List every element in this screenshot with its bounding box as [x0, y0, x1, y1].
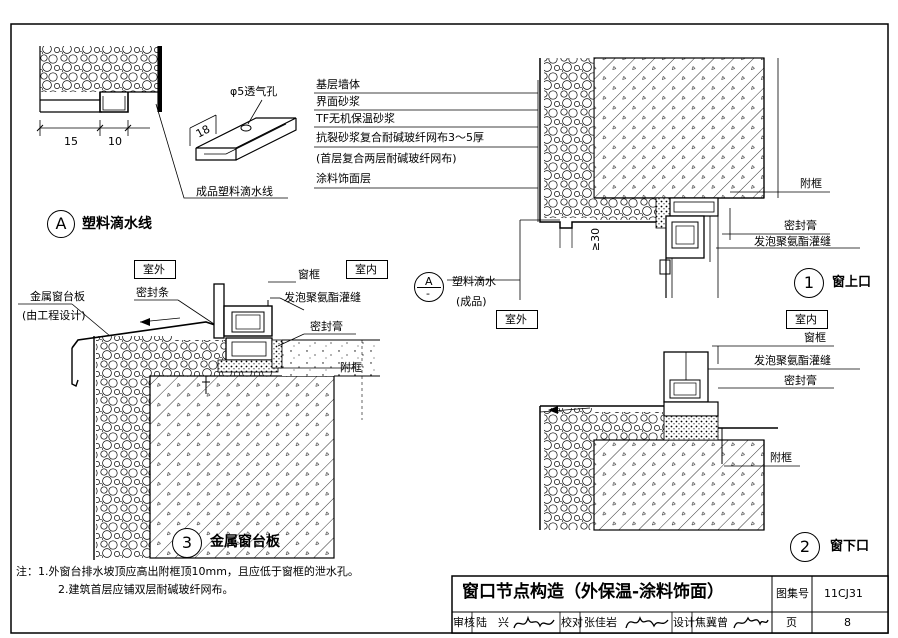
detail-2-attach-frame: 附框: [770, 451, 792, 464]
design-label: 设计: [673, 616, 695, 629]
atlas-number: 11CJ31: [824, 587, 863, 600]
sheet-border: [10, 23, 889, 634]
detail-1-title: 窗上口: [832, 275, 872, 290]
detail-2-foam: 发泡聚氨酯灌缝: [754, 354, 831, 367]
detail-a-dim-15: 15: [64, 135, 78, 148]
detail-3-frame: 窗框: [298, 268, 320, 281]
detail-1-drip-sub: (成品): [456, 295, 487, 308]
drip-ref-divider: [417, 287, 441, 288]
detail-a-leader: [155, 103, 288, 199]
check-name: 张佳岩: [584, 616, 617, 629]
detail-a-hole-label: φ5透气孔: [230, 85, 278, 98]
drip-ref-top: A: [425, 275, 433, 288]
detail-3-title: 金属窗台板: [210, 534, 280, 550]
detail-a-dim-10: 10: [108, 135, 122, 148]
detail-a-section: [36, 46, 162, 136]
review-label: 审核: [453, 616, 475, 629]
layer-1: 基层墙体: [316, 78, 360, 91]
detail-1-dim-30: ≥30: [589, 227, 603, 252]
detail-3-circle: 3: [172, 528, 202, 558]
detail-1-outdoor-tag: 室外: [496, 310, 538, 329]
detail-3-sill-sub: (由工程设计): [22, 309, 86, 322]
detail-3-sealant: 密封膏: [310, 320, 343, 333]
detail-a-isometric: [189, 99, 297, 161]
detail-2-circle: 2: [790, 532, 820, 562]
detail-a-product-label: 成品塑料滴水线: [196, 185, 273, 198]
detail-2-sealant: 密封膏: [784, 374, 817, 387]
detail-1-outdoor: 室外: [505, 313, 527, 326]
check-signature: [625, 616, 669, 629]
atlas-label: 图集号: [776, 587, 809, 600]
detail-3-seal-strip: 密封条: [136, 286, 169, 299]
detail-3-sill-label: 金属窗台板: [30, 290, 85, 303]
detail-2-frame: 窗框: [804, 331, 826, 344]
note-2: 2.建筑首层应铺双层耐碱玻纤网布。: [58, 583, 234, 596]
layer-3: TF无机保温砂浆: [316, 112, 396, 125]
detail-1-leaders: [447, 191, 860, 300]
detail-3-foam: 发泡聚氨酯灌缝: [284, 291, 361, 304]
review-signature: [513, 615, 555, 629]
detail-1-section: [539, 57, 779, 298]
detail-1-attach-frame: 附框: [800, 177, 822, 190]
layer-5: 涂料饰面层: [316, 172, 371, 185]
layer-2: 界面砂浆: [316, 95, 360, 108]
detail-1-drip-ref: A -: [414, 272, 444, 302]
detail-2-leaders: [708, 345, 860, 467]
detail-1-indoor: 室内: [795, 313, 817, 326]
detail-1-foam: 发泡聚氨酯灌缝: [754, 235, 831, 248]
review-name: 陆 兴: [476, 616, 509, 629]
layer-4: 抗裂砂浆复合耐碱玻纤网布3～5厚: [316, 131, 484, 144]
detail-1-indoor-tag: 室内: [786, 310, 828, 329]
detail-a-title: 塑料滴水线: [82, 216, 152, 232]
layer-4-sub: (首层复合两层耐碱玻纤网布): [316, 152, 457, 165]
detail-1-circle-label: 1: [803, 273, 815, 292]
detail-a-circle: A: [47, 210, 75, 238]
detail-3-section: [71, 283, 380, 560]
detail-2-section: [539, 351, 778, 531]
check-label: 校对: [561, 616, 583, 629]
detail-3-leaders: [18, 281, 356, 369]
note-1: 注：1.外窗台排水坡顶应高出附框顶10mm，且应低于窗框的泄水孔。: [16, 565, 359, 578]
detail-a-circle-label: A: [55, 214, 67, 233]
detail-1-sealant: 密封膏: [784, 219, 817, 232]
detail-2-title: 窗下口: [830, 539, 870, 554]
detail-3-indoor-tag: 室内: [346, 260, 388, 279]
detail-2-circle-label: 2: [799, 537, 811, 556]
detail-3-circle-label: 3: [181, 533, 193, 552]
design-name: 焦冀曾: [695, 616, 728, 629]
detail-1-drip-label: 塑料滴水: [452, 275, 496, 288]
layers-leader: [314, 80, 539, 222]
design-signature: [733, 616, 769, 629]
detail-3-indoor: 室内: [355, 263, 377, 276]
page-label: 页: [786, 616, 797, 629]
drip-ref-bottom: -: [426, 287, 430, 300]
detail-3-outdoor: 室外: [143, 263, 165, 276]
detail-1-circle: 1: [794, 268, 824, 298]
drawing-title: 窗口节点构造（外保温-涂料饰面）: [462, 582, 725, 602]
detail-3-attach-frame: 附框: [340, 361, 362, 374]
detail-3-outdoor-tag: 室外: [134, 260, 176, 279]
page-number: 8: [844, 616, 851, 629]
